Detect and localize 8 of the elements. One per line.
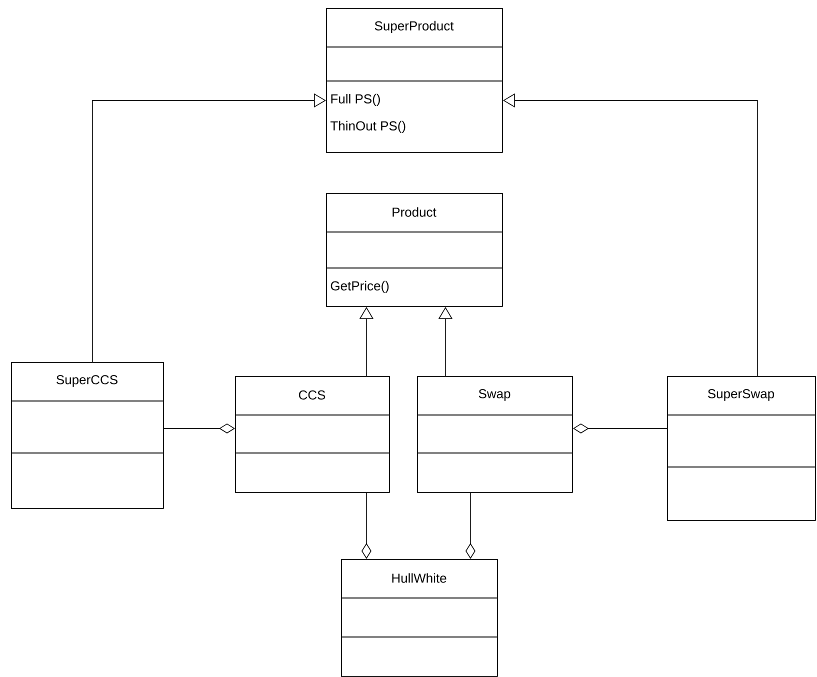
class-box: HullWhite — [340, 559, 498, 677]
class-box: SuperSwap — [666, 376, 816, 521]
class-box: SuperCCS — [10, 362, 164, 509]
class-box: Swap — [416, 376, 573, 493]
class-box: SuperProduct Full PS() ThinOut PS() — [326, 8, 503, 153]
class-box: CCS — [234, 376, 390, 493]
class-box: Product GetPrice() — [326, 193, 503, 307]
generalization-arrow — [92, 93, 326, 362]
